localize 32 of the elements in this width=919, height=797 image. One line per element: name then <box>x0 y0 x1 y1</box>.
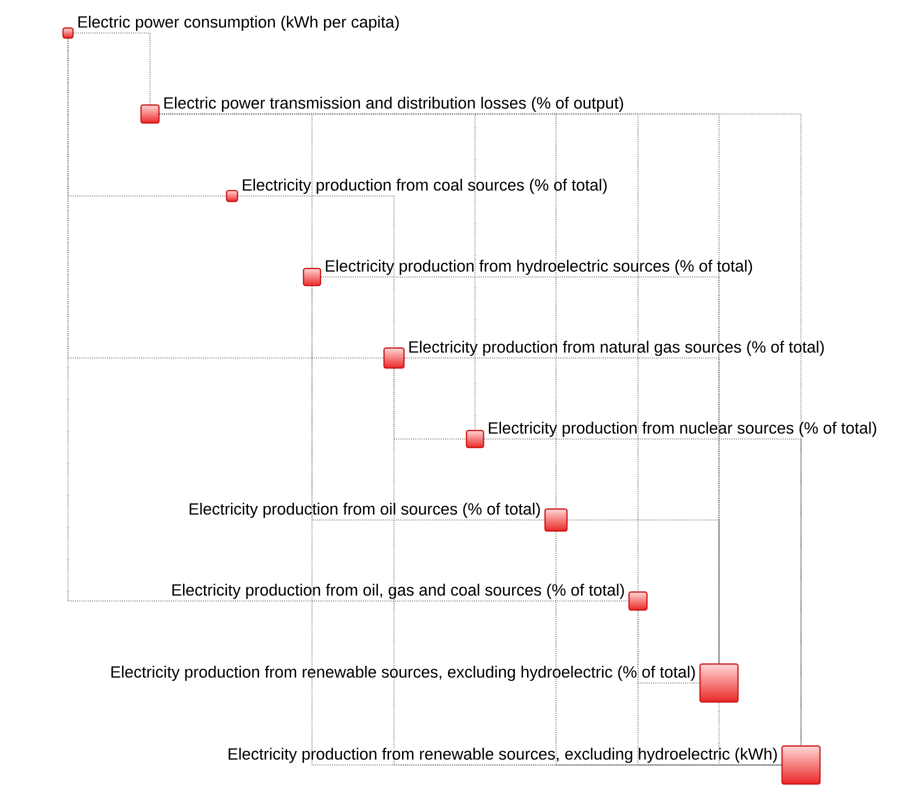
node-label: Electricity production from hydroelectric sources (% of total) <box>326 260 752 275</box>
connector-line <box>320 276 720 664</box>
connector-line <box>567 520 720 664</box>
node-square <box>62 27 74 39</box>
node-label: Electricity production from oil sources (% of total) <box>190 502 540 518</box>
node-label: Electric power transmission and distribution losses (% of output) <box>164 96 624 112</box>
node-square <box>544 508 568 532</box>
connector-line <box>159 114 802 746</box>
node-label: Electricity production from nuclear sources (% of total) <box>488 422 876 437</box>
node-label: Electricity production from oil, gas and coal sources (% of total) <box>172 584 624 599</box>
node-square <box>302 268 322 286</box>
node-square <box>383 347 405 369</box>
node-square <box>628 591 648 611</box>
node-square <box>699 663 739 703</box>
connector-line <box>394 368 782 766</box>
node-label: Electricity production from natural gas sources (% of total) <box>409 340 824 356</box>
connector-line <box>68 38 629 602</box>
node-label: Electric power consumption (kWh per capita) <box>78 16 399 31</box>
connector-line <box>718 702 782 766</box>
connector-line <box>484 438 802 746</box>
connector-line <box>73 32 150 105</box>
node-square <box>781 745 821 785</box>
connector-line <box>238 196 394 348</box>
node-label: Electricity production from coal sources (% of total) <box>242 178 607 194</box>
node-label: Electricity production from renewable sources, excluding hydroelectric (kWh) <box>228 748 777 763</box>
connector-line <box>638 610 782 766</box>
node-square <box>140 104 160 124</box>
node-square <box>226 190 238 202</box>
node-square <box>466 430 484 448</box>
connector-line <box>404 358 720 664</box>
connector-line <box>556 531 782 766</box>
node-label: Electricity production from renewable sources, excluding hydroelectric (% of total) <box>111 666 695 681</box>
